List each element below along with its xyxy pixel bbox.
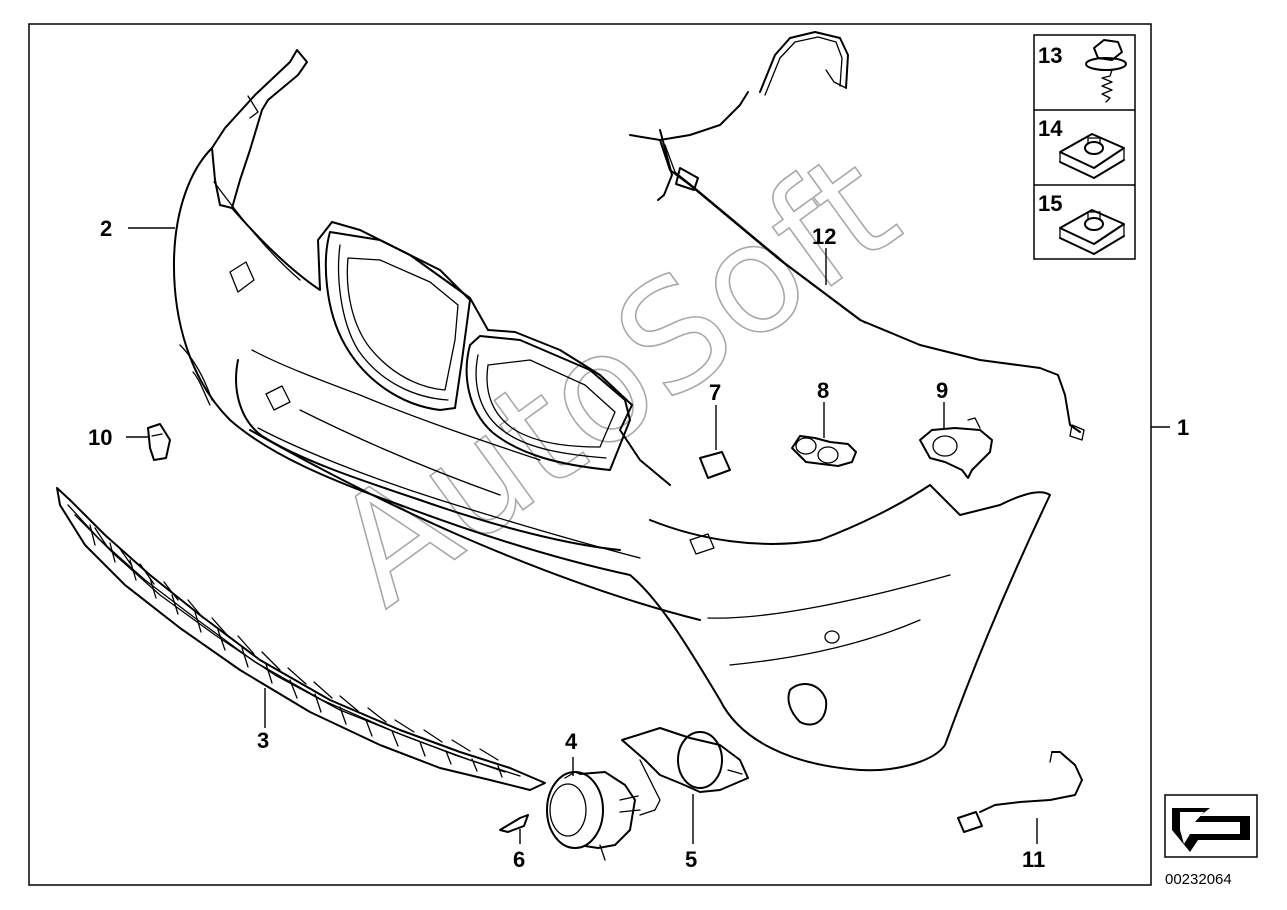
trim-piece-part-6 [499,814,529,833]
spring-nut-clip-icon-2 [1059,209,1125,255]
diagram-frame [28,23,1152,886]
direction-arrow-icon [1164,794,1258,858]
callout-4: 4 [565,729,578,754]
callout-7: 7 [709,380,721,405]
callout-1: 1 [1177,415,1189,440]
leader-lines [126,227,1170,844]
park-sensor-part-8 [791,435,857,467]
callout-11: 11 [1022,847,1045,872]
hardware-label-15: 15 [1038,191,1062,216]
document-number: 00232064 [1165,871,1232,888]
callout-8: 8 [817,378,829,403]
sensor-part-9 [919,417,993,479]
fog-lamp-part-4 [546,771,641,861]
hardware-label-14: 14 [1038,116,1063,141]
bolt-with-washer-icon [1085,39,1127,103]
callout-5: 5 [685,847,697,872]
bracket-part-10 [147,423,171,461]
fog-lamp-bracket-part-5 [621,727,749,816]
spring-nut-clip-icon [1059,133,1125,179]
bumper-cover [172,49,1051,772]
callout-6: 6 [513,847,525,872]
callout-9: 9 [936,378,948,403]
callout-labels: 2 10 3 4 5 6 7 8 9 11 12 1 [88,216,1189,872]
hardware-panel: 13 14 15 [1033,34,1136,260]
watermark: AutoSoft [304,120,927,639]
cover-cap-part-7 [699,451,731,479]
hardware-label-13: 13 [1038,43,1062,68]
callout-2: 2 [100,216,112,241]
callout-10: 10 [88,425,112,450]
hardware-panel-frame [1033,34,1136,260]
lower-grille-strip [56,487,546,791]
grille-mesh [89,524,503,778]
callout-12: 12 [812,224,836,249]
callout-3: 3 [257,728,269,753]
wiring-harness [629,31,1085,441]
sensor-cable-part-11 [957,751,1083,833]
